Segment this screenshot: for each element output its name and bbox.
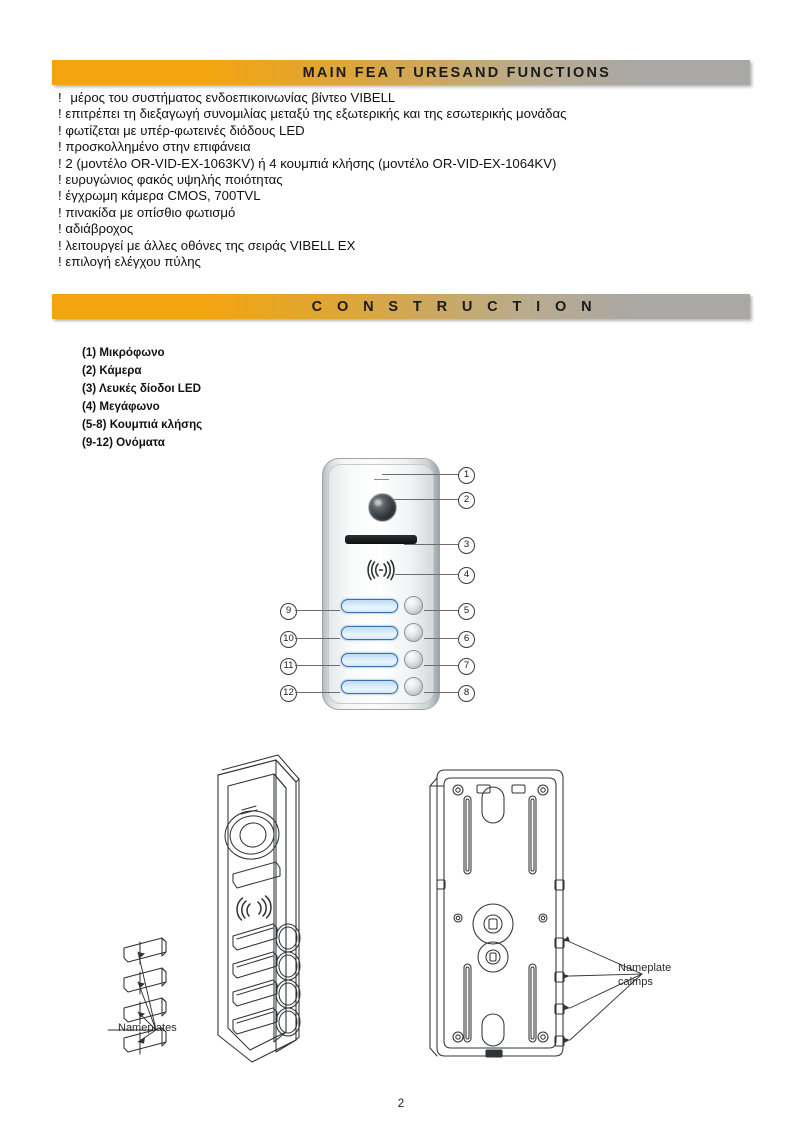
- bullet-glyph: !: [58, 204, 62, 220]
- bullet-glyph: !: [58, 188, 62, 204]
- feature-item: ! επιλογή ελέγχου πύλης: [58, 254, 618, 270]
- leader-line: [295, 692, 340, 693]
- feature-item: ! έγχρωμη κάμερα CMOS, 700TVL: [58, 188, 618, 204]
- legend-item: (1) Μικρόφωνο: [82, 346, 165, 359]
- camera-icon: [368, 493, 397, 522]
- call-row: [341, 650, 423, 669]
- feature-item: ! πινακίδα με οπίσθιο φωτισμό: [58, 205, 618, 221]
- leader-line: [424, 692, 458, 693]
- device-housing: [322, 458, 440, 710]
- feature-text: 2 (μοντέλο OR-VID-EX-1063KV) ή 4 κουμπιά…: [65, 155, 557, 171]
- call-row: [341, 596, 423, 615]
- bullet-glyph: !: [58, 237, 62, 253]
- leader-line: [395, 574, 458, 575]
- call-button-8[interactable]: [404, 677, 423, 696]
- feature-item: ! επιτρέπει τη διεξαγωγή συνομιλίας μετα…: [58, 106, 618, 122]
- nameplate-clamps-caption-line2: calmps: [618, 976, 653, 988]
- call-button-6[interactable]: [404, 623, 423, 642]
- leader-line: [382, 474, 458, 475]
- leader-line: [404, 544, 458, 545]
- call-button-7[interactable]: [404, 650, 423, 669]
- nameplates-caption: Nameplates: [118, 1022, 177, 1034]
- bullet-glyph: !: [58, 139, 62, 155]
- legend-item: (4) Μεγάφωνο: [82, 400, 160, 413]
- feature-item: ! λειτουργεί με άλλες οθόνες της σειράς …: [58, 238, 618, 254]
- callout-1: 1: [458, 467, 475, 484]
- callout-12: 12: [280, 685, 297, 702]
- microphone-icon: [374, 479, 389, 480]
- feature-text: φωτίζεται με υπέρ-φωτεινές διόδους LED: [65, 122, 305, 138]
- callout-7: 7: [458, 658, 475, 675]
- feature-item: ! μέρος του συστήματος ενδοεπικοινωνίας …: [58, 90, 618, 106]
- section-title-main-features: MAIN FEA T URESAND FUNCTIONS: [302, 64, 611, 81]
- callout-4: 4: [458, 567, 475, 584]
- nameplate-clamps-caption-line1: Nameplate: [618, 962, 672, 974]
- feature-item: ! αδιάβροχος: [58, 221, 618, 237]
- callout-3: 3: [458, 537, 475, 554]
- bullet-glyph: !: [58, 254, 62, 270]
- bullet-glyph: !: [58, 155, 62, 171]
- callout-9: 9: [280, 603, 297, 620]
- leader-line: [295, 638, 340, 639]
- call-row: [341, 623, 423, 642]
- sound-wave-icon: [358, 558, 404, 582]
- legend-item: (2) Κάμερα: [82, 364, 142, 377]
- feature-text: αδιάβροχος: [65, 221, 134, 237]
- call-button-area: [329, 595, 433, 696]
- callout-6: 6: [458, 631, 475, 648]
- feature-text: προσκολλημένο στην επιφάνεια: [65, 139, 251, 155]
- feature-item: ! ευρυγώνιος φακός υψηλής ποιότητας: [58, 172, 618, 188]
- call-row: [341, 677, 423, 696]
- section-header-construction: C O N S T R U C T I O N: [52, 294, 750, 319]
- feature-text: πινακίδα με οπίσθιο φωτισμό: [65, 204, 236, 220]
- feature-text: μέρος του συστήματος ενδοεπικοινωνίας βί…: [70, 90, 396, 105]
- callout-8: 8: [458, 685, 475, 702]
- feature-text: λειτουργεί με άλλες οθόνες της σειράς VI…: [65, 237, 356, 253]
- feature-text: ευρυγώνιος φακός υψηλής ποιότητας: [65, 172, 283, 188]
- feature-text: επιλογή ελέγχου πύλης: [65, 254, 201, 270]
- leader-line: [424, 610, 458, 611]
- bullet-glyph: !: [58, 172, 62, 188]
- page-number: 2: [397, 1098, 405, 1110]
- features-list: ! μέρος του συστήματος ενδοεπικοινωνίας …: [58, 90, 618, 270]
- nameplate-9[interactable]: [341, 598, 398, 613]
- leader-line: [424, 638, 458, 639]
- callout-5: 5: [458, 603, 475, 620]
- leader-line: [394, 499, 458, 500]
- nameplate-12[interactable]: [341, 679, 398, 694]
- feature-item: ! 2 (μοντέλο OR-VID-EX-1063KV) ή 4 κουμπ…: [58, 156, 618, 172]
- bullet-glyph: !: [58, 106, 62, 122]
- construction-legend: (1) Μικρόφωνο (2) Κάμερα (3) Λευκές δίοδ…: [82, 344, 272, 452]
- assembly-figures: Nameplates Nameplate calmps: [100, 752, 740, 1082]
- legend-item: (3) Λευκές δίοδοι LED: [82, 382, 201, 395]
- bullet-glyph: !: [58, 122, 62, 138]
- call-button-5[interactable]: [404, 596, 423, 615]
- feature-item: ! προσκολλημένο στην επιφάνεια: [58, 139, 618, 155]
- legend-item: (5-8) Κουμπιά κλήσης: [82, 418, 203, 431]
- callout-11: 11: [280, 658, 297, 675]
- led-strip-icon: [345, 535, 417, 544]
- leader-line: [424, 665, 458, 666]
- callout-10: 10: [280, 631, 297, 648]
- nameplate-11[interactable]: [341, 652, 398, 667]
- section-title-construction: C O N S T R U C T I O N: [311, 298, 597, 315]
- feature-text: έγχρωμη κάμερα CMOS, 700TVL: [65, 188, 261, 204]
- doorstation-front-view-figure: [322, 458, 440, 710]
- bullet-glyph: !: [58, 221, 62, 237]
- leader-line: [295, 610, 340, 611]
- feature-item: ! φωτίζεται με υπέρ-φωτεινές διόδους LED: [58, 123, 618, 139]
- section-header-main-features: MAIN FEA T URESAND FUNCTIONS: [52, 60, 750, 85]
- nameplate-10[interactable]: [341, 625, 398, 640]
- feature-text: επιτρέπει τη διεξαγωγή συνομιλίας μεταξύ…: [65, 106, 567, 122]
- legend-item: (9-12) Ονόματα: [82, 436, 165, 449]
- leader-line: [295, 665, 340, 666]
- callout-2: 2: [458, 492, 475, 509]
- bullet-glyph: !: [58, 90, 62, 105]
- device-faceplate: [328, 464, 434, 704]
